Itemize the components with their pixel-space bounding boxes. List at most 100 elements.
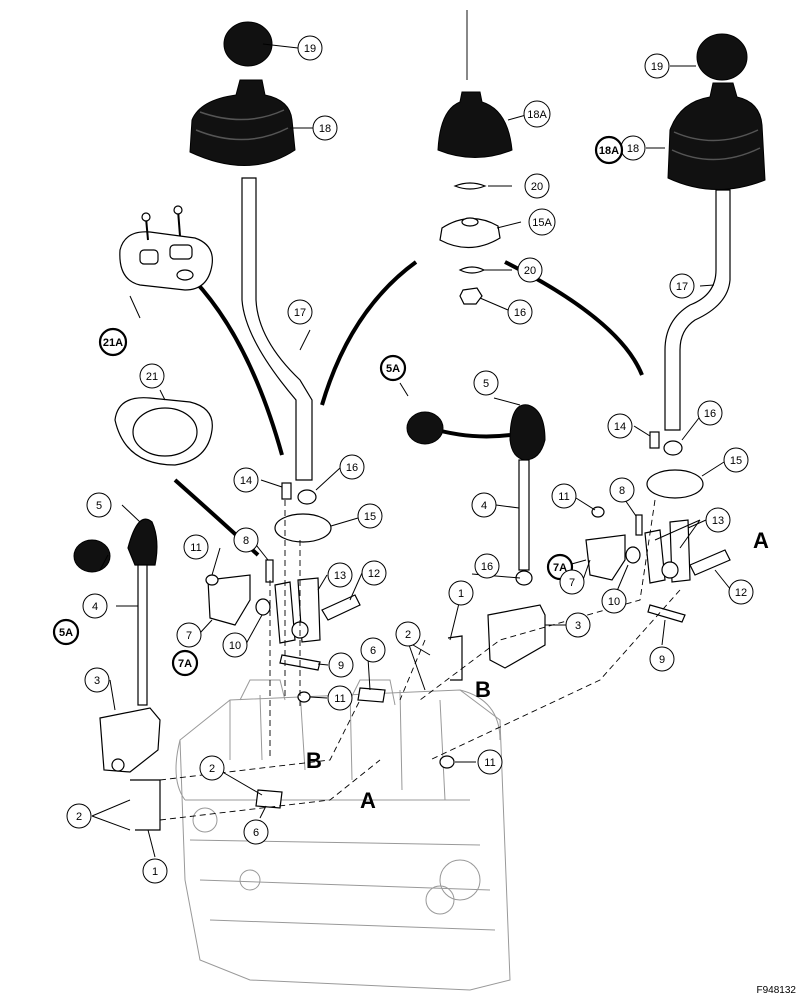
callout-number: 5A: [386, 363, 400, 375]
callout-3: 3: [84, 667, 110, 693]
cover-plate-21A: [119, 205, 213, 291]
callout-5a: 5A: [379, 354, 407, 382]
callout-circle: [551, 483, 577, 509]
callout-6: 6: [243, 819, 269, 845]
callout-number: 17: [676, 281, 688, 293]
callout-20: 20: [524, 173, 550, 199]
callout-9: 9: [649, 646, 675, 672]
boot-18-left: [189, 79, 296, 166]
callout-number: 11: [558, 491, 569, 503]
callout-circle: [357, 503, 383, 529]
callout-15a: 15A: [528, 208, 556, 236]
callout-19: 19: [644, 53, 670, 79]
callout-number: 15A: [532, 217, 552, 229]
callout-7: 7: [176, 622, 202, 648]
callout-circle: [327, 685, 353, 711]
section-letter-a-left: A: [360, 788, 376, 813]
callout-circle: [477, 749, 503, 775]
callout-layer: 191818A191818A2015A2016171721A215A514161…: [52, 35, 754, 884]
left-lever-assembly: [73, 518, 283, 831]
callout-number: 12: [735, 587, 747, 599]
callout-number: 16: [514, 307, 526, 319]
callout-2: 2: [66, 803, 92, 829]
section-letter-b-right: B: [475, 677, 491, 702]
callout-number: 12: [368, 568, 380, 580]
callout-number: 9: [338, 660, 344, 672]
callout-number: 13: [712, 515, 724, 527]
callout-circle: [139, 363, 165, 389]
callout-circle: [142, 858, 168, 884]
callout-circle: [565, 612, 591, 638]
callout-circle: [528, 208, 556, 236]
callout-number: 16: [481, 561, 493, 573]
callout-circle: [98, 327, 128, 357]
callout-15: 15: [723, 447, 749, 473]
lever-17-right: [664, 189, 731, 431]
callout-circle: [395, 621, 421, 647]
callout-number: 5: [483, 378, 489, 390]
callout-16: 16: [474, 553, 500, 579]
section-letter-b-left: B: [306, 748, 322, 773]
callout-10: 10: [601, 588, 627, 614]
callout-number: 18: [319, 123, 331, 135]
callout-6: 6: [360, 637, 386, 663]
callout-2: 2: [199, 755, 225, 781]
callout-12: 12: [361, 560, 387, 586]
callout-circle: [474, 553, 500, 579]
callout-3: 3: [565, 612, 591, 638]
callout-19: 19: [297, 35, 323, 61]
callout-number: 19: [304, 43, 316, 55]
callout-number: 21: [146, 371, 158, 383]
callout-circle: [601, 588, 627, 614]
right-pivot-assembly: [439, 431, 731, 769]
callout-number: 8: [243, 535, 249, 547]
callout-number: 15: [364, 511, 376, 523]
callout-circle: [361, 560, 387, 586]
callout-number: 6: [370, 645, 376, 657]
callout-number: 3: [94, 675, 100, 687]
figure-id: F948132: [756, 985, 796, 996]
callout-number: 4: [92, 601, 98, 613]
callout-number: 11: [334, 693, 345, 705]
callout-number: 3: [575, 620, 581, 632]
callout-circle: [222, 632, 248, 658]
callout-number: 20: [531, 181, 543, 193]
callout-12: 12: [728, 579, 754, 605]
callout-number: 6: [253, 827, 259, 839]
hidden-lines: [159, 499, 681, 821]
callout-number: 10: [608, 596, 620, 608]
callout-18a: 18A: [523, 100, 551, 128]
callout-circle: [233, 467, 259, 493]
gasket-21: [114, 397, 213, 466]
callout-circle: [52, 618, 80, 646]
callout-circle: [705, 507, 731, 533]
callout-number: 5: [96, 500, 102, 512]
callout-number: 20: [524, 265, 536, 277]
section-letter-a-right: A: [753, 528, 769, 553]
callout-circle: [448, 580, 474, 606]
callout-18: 18: [620, 135, 646, 161]
callout-number: 7A: [553, 562, 567, 574]
callout-circle: [287, 299, 313, 325]
callout-circle: [594, 135, 624, 165]
callout-circle: [171, 649, 199, 677]
callout-circle: [339, 454, 365, 480]
callout-circle: [644, 53, 670, 79]
callout-number: 8: [619, 485, 625, 497]
callout-16: 16: [507, 299, 533, 325]
callout-4: 4: [82, 593, 108, 619]
callout-20: 20: [517, 257, 543, 283]
callout-number: 18A: [527, 109, 547, 121]
callout-circle: [523, 100, 551, 128]
callout-circle: [243, 819, 269, 845]
callout-circle: [559, 569, 585, 595]
callout-number: 16: [704, 408, 716, 420]
callout-circle: [297, 35, 323, 61]
callout-18a: 18A: [594, 135, 624, 165]
callout-circle: [84, 667, 110, 693]
callout-number: 11: [484, 757, 495, 769]
callout-number: 14: [614, 421, 626, 433]
callout-number: 18: [627, 143, 639, 155]
callout-2: 2: [395, 621, 421, 647]
